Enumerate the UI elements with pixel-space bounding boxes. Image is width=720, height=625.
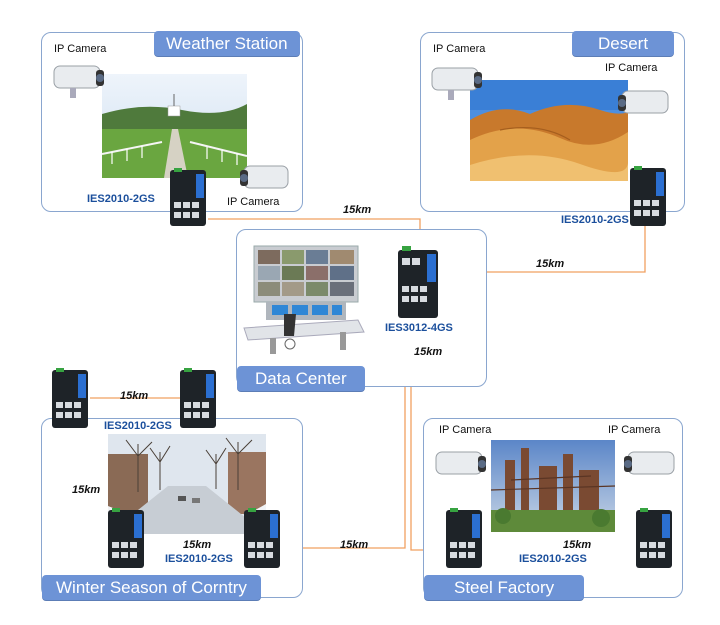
ies3012-switch-icon (396, 246, 440, 320)
weather-camera-label-1: IP Camera (54, 43, 107, 55)
ies2010-switch-icon (634, 508, 674, 570)
winter-street-photo (108, 434, 266, 534)
weather-switch-model: IES2010-2GS (87, 193, 155, 205)
link-distance-winter-bottom: 15km (183, 539, 212, 551)
ies2010-switch-icon (628, 166, 668, 228)
winter-switch-model-top: IES2010-2GS (104, 420, 172, 432)
fiber-dc-winter (268, 318, 406, 549)
link-distance-winter-top: 15km (120, 390, 149, 402)
ies2010-switch-icon (444, 508, 484, 570)
link-distance-desert-dc: 15km (536, 258, 565, 270)
video-wall-icon (240, 240, 370, 358)
link-distance-weather-dc: 15km (343, 204, 372, 216)
link-distance-winter-left: 15km (72, 484, 101, 496)
ies2010-switch-icon (168, 168, 208, 228)
link-distance-winter-dc: 15km (340, 539, 369, 551)
steel-switch-model: IES2010-2GS (519, 553, 587, 565)
steel-factory-photo (491, 440, 615, 532)
ip-camera-icon (52, 60, 106, 100)
ies2010-switch-icon (178, 368, 218, 430)
ies2010-switch-icon (50, 368, 90, 430)
winter-title: Winter Season of Corntry (42, 575, 261, 601)
data-center-switch-model: IES3012-4GS (385, 322, 453, 334)
desert-photo (470, 80, 628, 181)
ip-camera-icon (430, 62, 486, 102)
link-distance-steel: 15km (563, 539, 592, 551)
desert-switch-model: IES2010-2GS (561, 214, 629, 226)
weather-camera-label-2: IP Camera (227, 196, 280, 208)
ip-camera-icon (238, 160, 290, 198)
weather-station-title: Weather Station (154, 31, 300, 57)
desert-camera-label-2: IP Camera (605, 62, 658, 74)
desert-title: Desert (572, 31, 675, 57)
desert-camera-label-1: IP Camera (433, 43, 486, 55)
winter-switch-model-bottom: IES2010-2GS (165, 553, 233, 565)
fiber-dc-desert (437, 205, 646, 273)
ip-camera-icon (616, 85, 672, 125)
ies2010-switch-icon (106, 508, 146, 570)
ip-camera-icon (434, 446, 490, 486)
ies2010-switch-icon (242, 508, 282, 570)
steel-camera-label-1: IP Camera (439, 424, 492, 436)
steel-camera-label-2: IP Camera (608, 424, 661, 436)
ip-camera-icon (622, 446, 678, 486)
steel-factory-title: Steel Factory (424, 575, 585, 601)
data-center-title: Data Center (237, 366, 365, 392)
link-distance-dc-down: 15km (414, 346, 443, 358)
weather-station-photo (102, 74, 247, 178)
